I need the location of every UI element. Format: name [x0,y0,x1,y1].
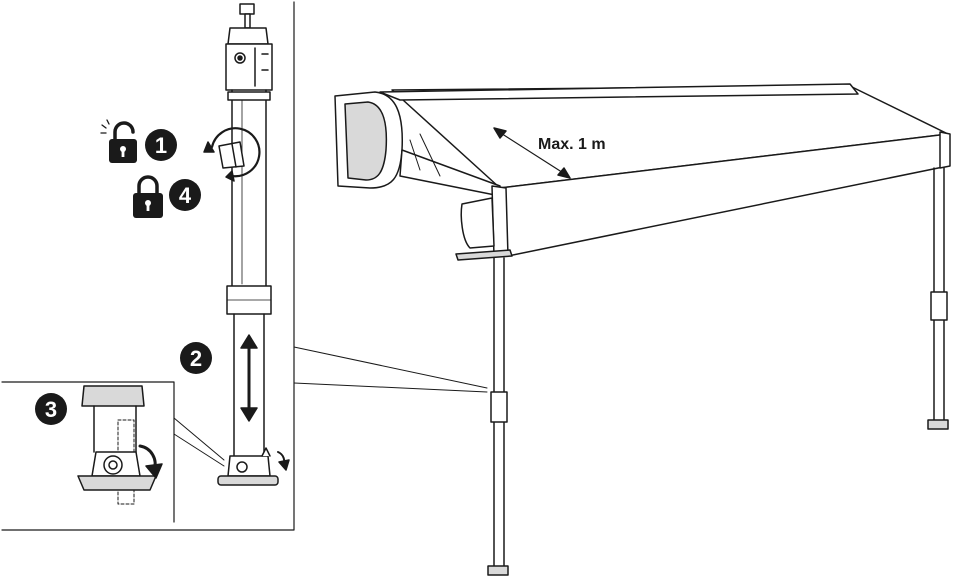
step-badge-3: 3 [35,393,67,425]
up-down-arrow-icon [240,334,258,422]
detail-panel-frame [1,1,488,531]
telescopic-leg [217,3,279,486]
step-badge-1: 1 [145,129,177,161]
step-number-1: 1 [155,133,167,158]
unlock-icon [100,119,137,163]
foot-rotate-arrow-icon [277,451,290,471]
foot-detail-inset [1,381,225,523]
step-number-4: 4 [179,183,192,208]
step-badge-4: 4 [169,179,201,211]
max-extension-label: Max. 1 m [538,136,606,153]
step-badge-2: 2 [180,342,212,374]
awning-right-leg [927,167,949,430]
awning-front-leg [487,257,509,576]
lock-icon [133,175,163,218]
awning [334,83,951,261]
dimension-arrow [493,127,571,179]
rotate-knob-arrow-icon [203,127,261,182]
step-number-2: 2 [190,346,202,371]
step-number-3: 3 [45,397,57,422]
